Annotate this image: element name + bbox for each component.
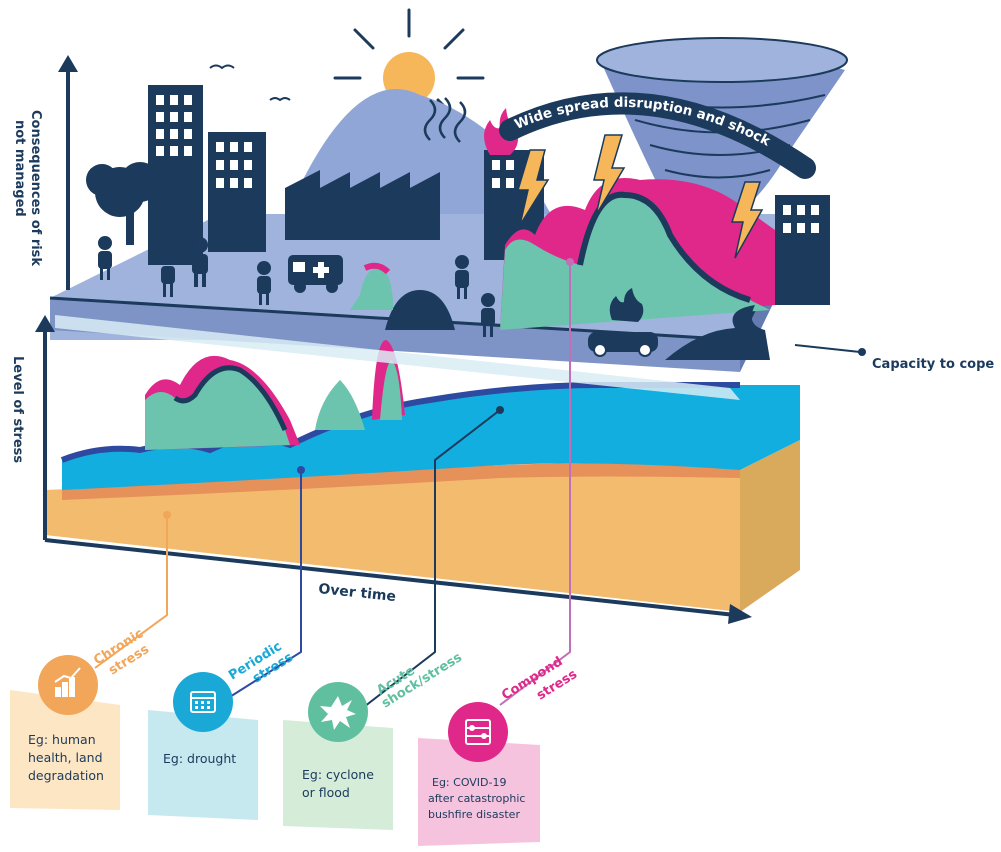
birds-icon xyxy=(209,64,291,102)
explosion-icon xyxy=(320,696,356,730)
rubble-icon xyxy=(385,290,455,330)
periodic-example-1: Eg: drought xyxy=(163,751,236,766)
calendar-icon xyxy=(190,691,216,713)
flood-wave-icon xyxy=(665,305,770,360)
compound-example-3: bushfire disaster xyxy=(428,808,520,821)
wind-icon xyxy=(423,97,467,143)
ambulance-icon xyxy=(288,255,343,293)
water-layer xyxy=(62,385,800,490)
sand-layer xyxy=(45,470,740,612)
capacity-label: Capacity to cope xyxy=(872,357,994,372)
burning-car-icon xyxy=(588,288,658,357)
tree-icon xyxy=(86,162,160,245)
capacity-callout: Capacity to cope xyxy=(794,344,994,372)
y-axis-top xyxy=(58,55,78,290)
abacus-icon xyxy=(465,719,491,745)
leader-lines xyxy=(94,262,571,711)
building-windows xyxy=(156,95,819,233)
people-icon xyxy=(98,236,495,337)
chart-icon xyxy=(54,667,81,697)
x-axis xyxy=(44,538,752,624)
chronic-example-3: degradation xyxy=(28,768,104,783)
chronic-example-2: health, land xyxy=(28,750,103,765)
compound-example-2: after catastrophic xyxy=(428,792,525,805)
periodic-stress-card: Periodic stress Eg: drought xyxy=(148,639,296,820)
y-top-label-1: Consequences of risk xyxy=(28,110,43,266)
compound-example-1: Eg: COVID-19 xyxy=(432,776,507,789)
y-axis-bottom xyxy=(35,315,55,540)
x-axis-label: Over time xyxy=(318,581,397,605)
y-bottom-label: Level of stress xyxy=(10,356,25,463)
acute-example-1: Eg: cyclone xyxy=(302,767,374,782)
stress-hills xyxy=(145,340,405,450)
chronic-stress-card: Chronic stress Eg: human health, land de… xyxy=(10,626,152,810)
acute-example-2: or flood xyxy=(302,785,350,800)
y-top-label-2: not managed xyxy=(12,120,27,217)
compound-stress-card: Compond stress Eg: COVID-19 after catast… xyxy=(418,654,580,846)
lightning-icon xyxy=(516,134,764,259)
chronic-example-1: Eg: human xyxy=(28,732,96,747)
